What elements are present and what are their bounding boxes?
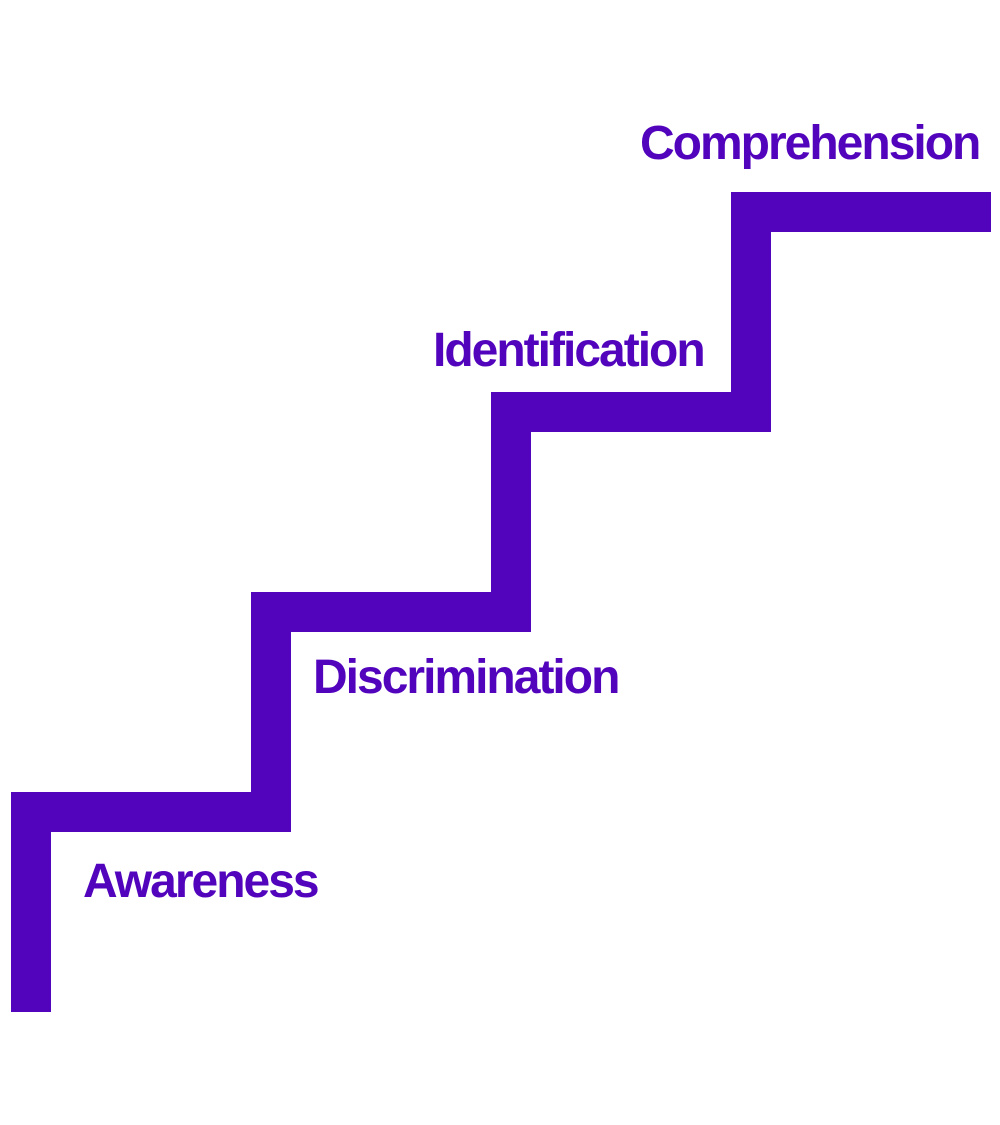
step-label-identification: Identification [433, 324, 706, 377]
step-label-comprehension: Comprehension [640, 117, 981, 170]
step-label-discrimination: Discrimination [313, 651, 620, 704]
step-label-awareness: Awareness [83, 855, 320, 908]
staircase-path [11, 192, 991, 1012]
